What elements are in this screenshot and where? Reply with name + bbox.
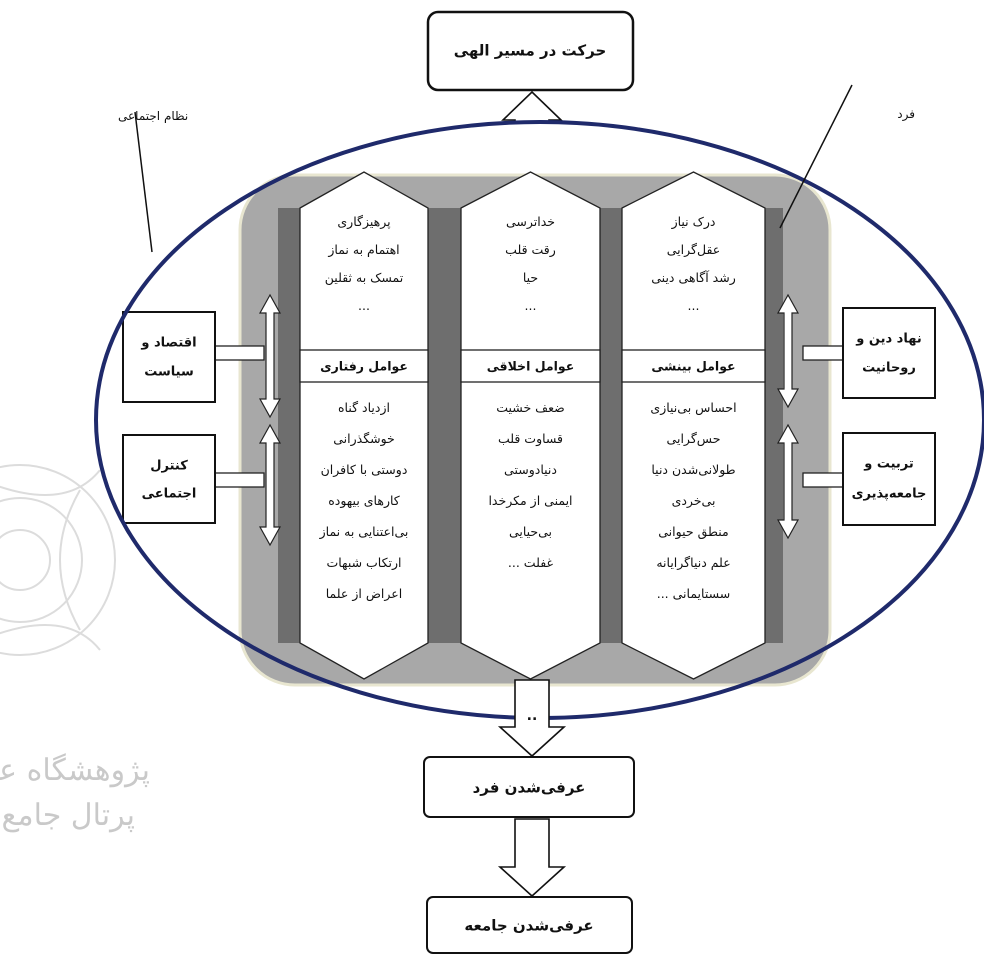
negative-factor-item: سستایمانی ... [657, 586, 731, 601]
side-box-line-2: اجتماعی [142, 487, 197, 502]
side-box-line-1: کنترل [150, 459, 188, 474]
negative-factor-item: دوستی با کافران [321, 462, 408, 478]
bottom-box-label: عرفی‌شدن فرد [473, 779, 586, 797]
positive-factor-item: ... [525, 298, 537, 313]
positive-factor-item: عقل‌گرایی [667, 242, 720, 258]
bottom-box-label: عرفی‌شدن جامعه [464, 917, 593, 935]
side-box-line-2: جامعه‌پذیری [852, 487, 927, 502]
callout-individual: فرد [779, 84, 915, 229]
down-arrow-1 [497, 679, 567, 758]
watermark-ornament [0, 464, 116, 656]
side-box-line-2: سیاست [144, 365, 194, 380]
bottom-box-individual-secularization: عرفی‌شدن فرد [423, 756, 635, 818]
positive-factor-item: ... [358, 298, 370, 313]
double-arrows [258, 293, 800, 547]
column-moral: خداترسی رقت قلب حیا... عوامل اخلاقی ضعف خش… [460, 171, 601, 680]
side-box-economy-politics: اقتصاد و سیاست [122, 311, 216, 403]
positive-factor-item: رقت قلب [505, 242, 556, 258]
side-box-line-1: نهاد دین و [855, 332, 921, 347]
negative-factor-item: منطق حیوانی [658, 524, 728, 540]
separator-mid-right [600, 208, 622, 643]
negative-factor-item: غفلت ... [508, 555, 554, 570]
down-arrow-2 [497, 818, 567, 898]
positive-factor-item: تمسک به ثقلین [325, 270, 404, 286]
separator-right [765, 208, 783, 643]
negative-factor-item: طولانی‌شدن دنیا [651, 462, 735, 478]
negative-factor-item: خوشگذرانی [333, 431, 395, 447]
bottom-box-society-secularization: عرفی‌شدن جامعه [426, 896, 633, 954]
negative-factor-item: بی‌خردی [672, 493, 716, 509]
negative-factor-item: اعراض از علما [326, 586, 403, 602]
side-box-line-1: تربیت و [863, 457, 914, 472]
side-box-education-socialization: تربیت و جامعه‌پذیری [842, 432, 936, 526]
down-arrow-dots: .. [527, 708, 538, 724]
positive-factor-item: درک نیاز [671, 214, 716, 230]
separator-mid-left [428, 208, 461, 643]
positive-factor-item: پرهیزگاری [337, 214, 391, 230]
positive-factor-item: خداترسی [506, 214, 555, 230]
watermark-line-2: پرتال جامع [2, 798, 135, 833]
watermark-line-1: پژوهشگاه علوم [0, 753, 150, 788]
top-box-label: حرکت در مسیر الهی [454, 42, 607, 60]
column-cognitive: درک نیاز عقل‌گرایی رشد آگاهی دینی... عوامل… [621, 171, 766, 680]
negative-factor-item: ارتکاب شبهات [326, 555, 401, 571]
separator-left [278, 208, 300, 643]
negative-factor-item: کارهای بیهوده [328, 493, 400, 509]
top-box: حرکت در مسیر الهی [426, 10, 635, 92]
side-box-line-2: روحانیت [862, 361, 916, 376]
negative-factor-item: ایمنی از مکرخدا [488, 493, 572, 509]
positive-factor-item: ... [688, 298, 700, 313]
negative-factor-item: ازدیاد گناه [338, 400, 390, 416]
negative-factor-item: قساوت قلب [498, 431, 563, 447]
negative-factor-item: دنیادوستی [504, 462, 557, 478]
callout-social-system: نظام اجتماعی [118, 109, 188, 253]
negative-factor-item: علم دنیاگرایانه [656, 555, 730, 571]
column-header: عوامل بینشی [651, 359, 735, 374]
positive-factor-item: اهتمام به نماز [327, 242, 399, 258]
negative-factor-item: بی‌اعتنایی به نماز [319, 524, 409, 540]
negative-factor-item: احساس بی‌نیازی [650, 400, 736, 416]
negative-factor-item: حس‌گرایی [667, 431, 721, 447]
negative-factor-item: ضعف خشیت [496, 400, 564, 415]
column-header: عوامل اخلاقی [487, 359, 575, 374]
side-box-religion-clergy: نهاد دین و روحانیت [842, 307, 936, 399]
callout-label: نظام اجتماعی [118, 109, 188, 123]
positive-factor-item: رشد آگاهی دینی [651, 270, 736, 286]
negative-factor-item: بی‌حیایی [509, 524, 552, 539]
callout-label: فرد [897, 107, 915, 122]
watermark: پژوهشگاه علوم پرتال جامع [0, 464, 150, 833]
column-header: عوامل رفتاری [320, 359, 408, 374]
positive-factor-item: حیا [523, 270, 538, 285]
side-connectors [213, 345, 844, 488]
side-box-line-1: اقتصاد و [140, 336, 196, 351]
side-box-social-control: کنترل اجتماعی [122, 434, 216, 524]
